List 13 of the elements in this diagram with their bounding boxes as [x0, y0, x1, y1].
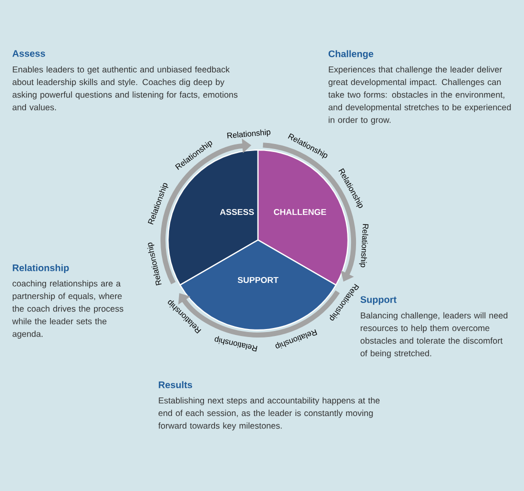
description: Establishing next steps and accountability happens at the end of each session, as the leader is constantly moving forward towards key milestones.	[158, 397, 380, 430]
ring-text: Relationship	[359, 224, 368, 268]
description: Enables leaders to get authentic and unbiased feedback about leadership skills and style. Coaches dig deep by asking powerful questions and listening for facts, emotions and values.	[12, 66, 238, 110]
ring-text: Relationship	[227, 129, 270, 138]
description: coaching relationships are a partnership of equals, where the coach drives the process while the leader sets the agenda.	[12, 280, 124, 339]
heading: Challenge	[328, 50, 374, 60]
description: Experiences that challenge the leader deliver great developmental impact. Challenges can take two forms: obstacles in the environment, and developmental stretches to be experienced in order to grow.	[328, 66, 511, 125]
heading: Relationship	[12, 264, 69, 274]
description: Balancing challenge, leaders will need resources to help them overcome obstacles and tolerate the discomfort of being stretched.	[360, 312, 508, 358]
ring-arrow	[178, 290, 340, 338]
heading: Assess	[12, 50, 46, 57]
heading: Results	[158, 381, 192, 388]
heading: Support	[360, 296, 396, 305]
